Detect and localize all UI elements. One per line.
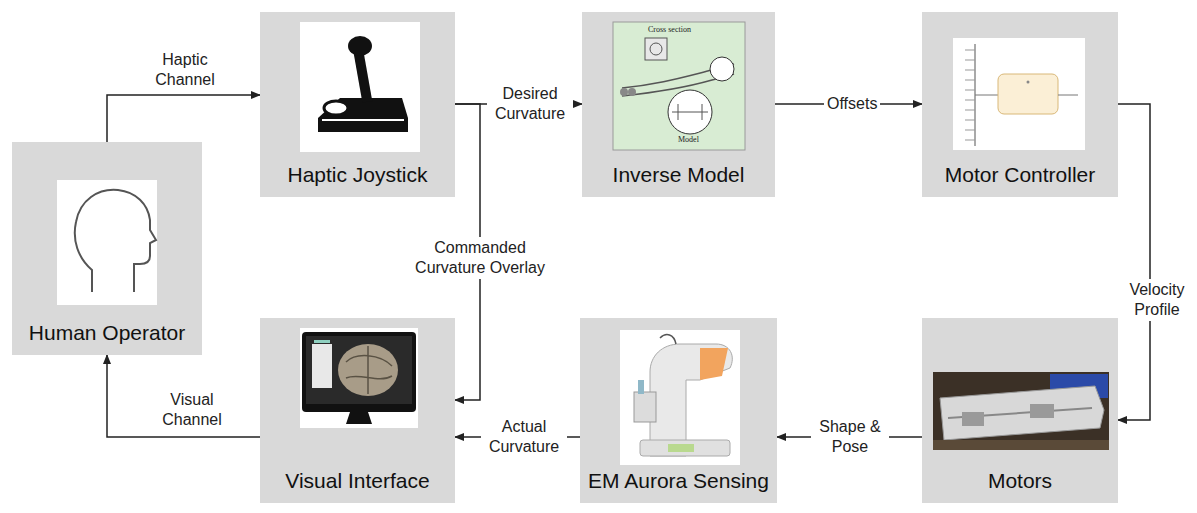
edge-label: Offsets xyxy=(824,93,880,115)
box-label: Visual Interface xyxy=(285,468,429,493)
edge-label: Velocity Profile xyxy=(1121,279,1193,321)
controller-illustration xyxy=(953,38,1085,150)
process-box: Inverse Model xyxy=(582,12,775,197)
edge-label: Haptic Channel xyxy=(142,49,228,91)
process-box: Haptic Joystick xyxy=(260,12,455,197)
box-label: Motors xyxy=(988,468,1052,493)
box-label: Haptic Joystick xyxy=(287,162,427,187)
process-box: Motors xyxy=(922,318,1118,503)
joystick-icon xyxy=(300,22,420,152)
process-box: Visual Interface xyxy=(260,318,455,503)
head-icon xyxy=(57,180,157,305)
sensor-illustration xyxy=(620,330,740,465)
edge-label: Desired Curvature xyxy=(487,83,573,125)
flow-arrow xyxy=(107,355,260,437)
process-box: Motor Controller xyxy=(922,12,1118,197)
edge-label: Visual Channel xyxy=(153,389,231,431)
box-label: Human Operator xyxy=(29,320,185,345)
edge-label: Shape & Pose xyxy=(811,416,889,458)
box-label: EM Aurora Sensing xyxy=(588,468,769,493)
flow-arrow xyxy=(107,95,260,142)
process-box: EM Aurora Sensing xyxy=(580,318,777,503)
figure-label: Cross section xyxy=(648,26,691,35)
edge-label: Actual Curvature xyxy=(481,416,567,458)
motors-photo xyxy=(933,372,1109,450)
box-label: Inverse Model xyxy=(613,162,745,187)
edge-label: Commanded Curvature Overlay xyxy=(407,237,553,279)
figure-label: Model xyxy=(678,136,699,145)
flow-arrow xyxy=(1118,104,1150,420)
box-label: Motor Controller xyxy=(945,162,1096,187)
model-illustration xyxy=(613,22,745,150)
process-box: Human Operator xyxy=(12,142,202,355)
monitor-icon xyxy=(300,328,418,428)
